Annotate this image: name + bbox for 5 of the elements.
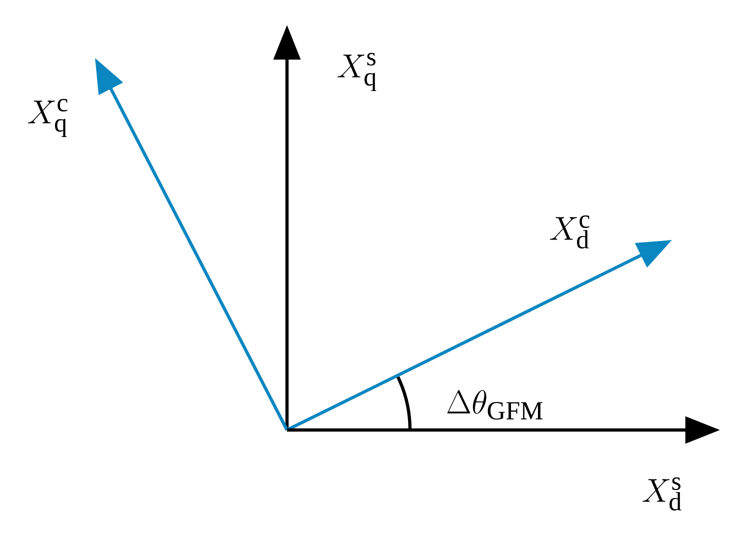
axis-label: $X_{\mathrm{d}}^{\mathrm{s}}$ (642, 477, 682, 511)
axis-label: $X_{\mathrm{q}}^{\mathrm{s}}$ (338, 52, 376, 92)
axis-label: $X_{\mathrm{d}}^{\mathrm{c}}$ (550, 215, 590, 249)
angle-label: $\Delta\theta_{\mathrm{GFM}}$ (447, 390, 543, 420)
axis-label: $X_{\mathrm{q}}^{\mathrm{c}}$ (28, 98, 68, 138)
